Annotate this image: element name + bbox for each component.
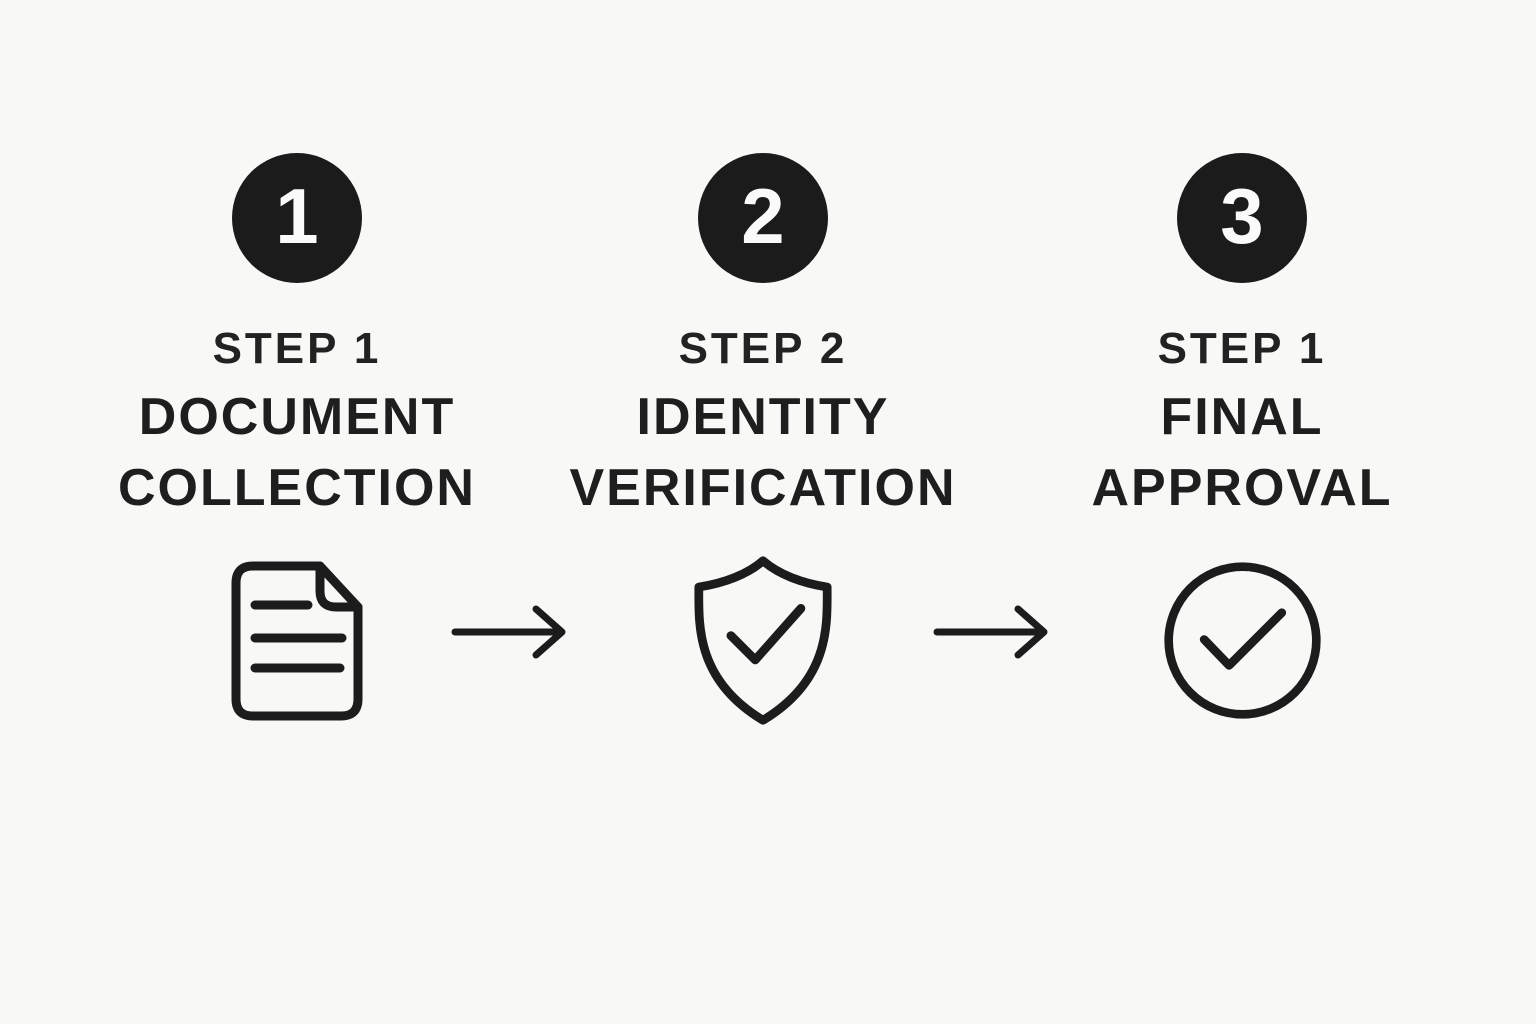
step-title: DOCUMENT COLLECTION [118,382,476,523]
step-title-line2: COLLECTION [118,458,476,517]
step-column-2: 2 STEP 2 IDENTITY VERIFICATION [543,153,983,728]
arrow-right-icon [450,600,572,664]
step-column-3: 3 STEP 1 FINAL APPROVAL [1022,153,1462,728]
step-title-line1: FINAL [1160,387,1324,446]
circle-check-icon [1161,553,1324,728]
step-title-line2: APPROVAL [1091,458,1393,517]
step-label: STEP 2 [678,324,848,373]
arrow-right-icon [932,600,1054,664]
step-title-line1: DOCUMENT [138,387,456,446]
step-number: 1 [275,172,319,260]
step-number-badge: 2 [698,153,828,283]
step-label: STEP 1 [1157,324,1327,373]
step-number-badge: 1 [232,153,362,283]
step-title-line2: VERIFICATION [569,458,957,517]
step-number: 3 [1220,172,1264,260]
step-title-line1: IDENTITY [636,387,890,446]
step-title: IDENTITY VERIFICATION [569,382,956,523]
step-title: FINAL APPROVAL [1091,382,1392,523]
shield-check-icon [685,553,841,728]
step-column-1: 1 STEP 1 DOCUMENT COLLECTION [77,153,517,728]
document-icon [226,553,368,728]
step-number: 2 [741,172,785,260]
step-number-badge: 3 [1177,153,1307,283]
step-label: STEP 1 [212,324,382,373]
